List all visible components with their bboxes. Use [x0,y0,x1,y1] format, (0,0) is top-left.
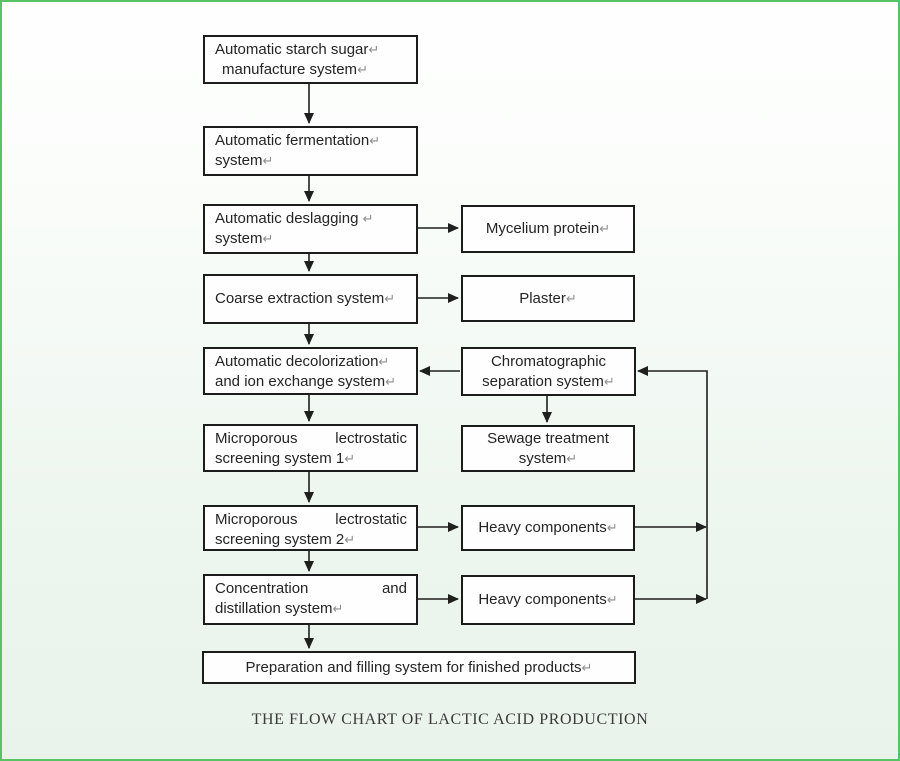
node-label-line: system↵ [518,449,578,467]
node-label-word: and [381,580,407,597]
return-mark-icon: ↵ [368,42,380,57]
return-mark-icon: ↵ [606,592,618,607]
node-microporous-screening-system-2: Microporous lectrostatic screening syste… [203,505,418,551]
node-label-line: Automatic deslagging ↵ [215,210,374,227]
node-plaster: Plaster↵ [461,275,635,322]
return-mark-icon: ↵ [332,601,344,616]
node-heavy-components-1: Heavy components↵ [461,505,635,551]
node-label-line: system↵ [215,230,274,247]
node-label-line: Automatic decolorization↵ [215,353,390,370]
node-label-line: distillation system↵ [215,600,344,617]
node-label-line: Heavy components↵ [478,519,618,536]
node-label-line: Preparation and filling system for finis… [245,658,593,676]
node-sewage-treatment-system: Sewage treatment system↵ [461,425,635,472]
return-mark-icon: ↵ [599,221,611,236]
return-mark-icon: ↵ [262,153,274,168]
node-label-word: Concentration [215,580,309,597]
node-label-line: Sewage treatment [487,429,609,447]
node-label-word: Microporous [215,511,298,528]
return-mark-icon: ↵ [344,532,356,547]
node-label-line: and ion exchange system↵ [215,373,397,390]
arrow-recycle-to-chromatographic [637,366,708,599]
node-label-line: Automatic fermentation↵ [215,132,381,149]
diagram-caption: THE FLOW CHART OF LACTIC ACID PRODUCTION [251,711,649,728]
node-label-line: Plaster↵ [519,289,577,307]
return-mark-icon: ↵ [603,373,615,389]
return-mark-icon: ↵ [369,133,381,148]
node-mycelium-protein: Mycelium protein↵ [461,205,635,253]
node-label-line: system↵ [215,152,274,169]
node-concentration-distillation-system: Concentration and distillation system↵ [203,574,418,625]
node-chromatographic-separation-system: Chromatographic separation system↵ [461,347,636,396]
return-mark-icon: ↵ [581,659,593,675]
return-mark-icon: ↵ [565,290,577,306]
node-label-line: Microporous lectrostatic [215,429,407,449]
node-preparation-filling-system: Preparation and filling system for finis… [202,651,636,684]
node-label-line: Microporous lectrostatic [215,510,407,530]
return-mark-icon: ↵ [357,62,368,77]
node-label-word: lectrostatic [335,430,407,447]
return-mark-icon: ↵ [566,450,578,466]
return-mark-icon: ↵ [606,520,618,535]
node-fermentation-system: Automatic fermentation↵ system↵ [203,126,418,176]
node-label-line: screening system 1↵ [215,450,356,467]
node-heavy-components-2: Heavy components↵ [461,575,635,625]
node-deslagging-system: Automatic deslagging ↵ system↵ [203,204,418,254]
node-decolorization-ion-exchange-system: Automatic decolorization↵ and ion exchan… [203,347,418,395]
node-label-word: Microporous [215,430,298,447]
node-microporous-screening-system-1: Microporous lectrostatic screening syste… [203,424,418,472]
node-label-line: Concentration and [215,579,407,599]
node-label-line: Heavy components↵ [478,591,618,608]
node-label-line: Coarse extraction system↵ [215,290,396,307]
node-starch-sugar-system: Automatic starch sugar↵ manufacture syst… [203,35,418,84]
node-label-word: lectrostatic [335,511,407,528]
node-label-line: manufacture system↵ [222,61,368,78]
node-label-line: Automatic starch sugar↵ [215,41,380,58]
return-mark-icon: ↵ [385,374,397,389]
return-mark-icon: ↵ [262,231,274,246]
node-label-line: screening system 2↵ [215,531,356,548]
node-coarse-extraction-system: Coarse extraction system↵ [203,274,418,324]
return-mark-icon: ↵ [378,354,390,369]
node-label-line: separation system↵ [482,372,615,390]
node-label-line: Chromatographic [490,352,607,370]
return-mark-icon: ↵ [362,211,374,226]
return-mark-icon: ↵ [384,291,396,306]
return-mark-icon: ↵ [344,451,356,466]
node-label-line: Mycelium protein↵ [485,220,611,237]
